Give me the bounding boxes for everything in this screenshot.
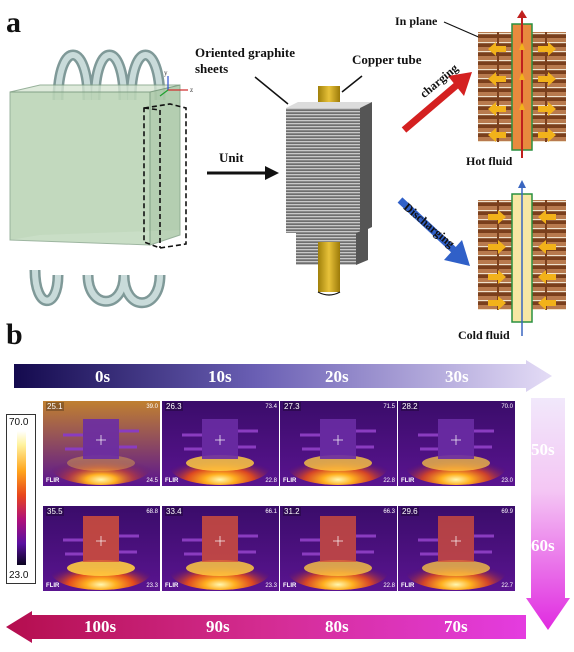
axis-z-label: z	[190, 86, 193, 94]
frame-spot-temp: 35.5	[46, 507, 64, 516]
thermal-image	[280, 506, 397, 591]
discharging-arrow	[397, 197, 470, 266]
frame-spot-temp: 31.2	[283, 507, 301, 516]
colorbar: 70.0 23.0	[6, 414, 36, 584]
thermal-image	[43, 401, 160, 486]
frame-spot-temp: 29.6	[401, 507, 419, 516]
frame-flir-logo: FLIR	[401, 583, 415, 589]
frame-flir-logo: FLIR	[46, 478, 60, 484]
time-label-50s: 50s	[531, 440, 555, 459]
frame-flir-logo: FLIR	[165, 583, 179, 589]
frame-spot-temp: 26.3	[165, 402, 183, 411]
frame-min-temp: 23.0	[501, 478, 513, 484]
thermal-frame: 27.3 71.5 22.8 FLIR	[280, 401, 397, 486]
frame-max-temp: 73.4	[265, 404, 277, 410]
thermal-frame: 28.2 70.0 23.0 FLIR	[398, 401, 515, 486]
charging-diagram	[478, 10, 566, 158]
time-label-0s: 0s	[95, 367, 111, 386]
frame-spot-temp: 28.2	[401, 402, 419, 411]
thermal-frame: 33.4 66.1 23.3 FLIR	[162, 506, 279, 591]
charging-arrow	[401, 72, 472, 133]
time-label-90s: 90s	[206, 617, 230, 636]
thermal-image	[162, 506, 279, 591]
frame-min-temp: 22.8	[383, 478, 395, 484]
frame-flir-logo: FLIR	[283, 478, 297, 484]
time-label-60s: 60s	[531, 536, 555, 555]
thermal-frame: 31.2 66.3 22.8 FLIR	[280, 506, 397, 591]
frame-spot-temp: 25.1	[46, 402, 64, 411]
right-time-arrow	[526, 398, 570, 630]
colorbar-gradient	[17, 431, 26, 565]
heat-exchanger-drawing: z y	[9, 49, 193, 309]
thermal-image	[162, 401, 279, 486]
hot-fluid-label: Hot fluid	[466, 154, 513, 168]
copper-tube-label: Copper tube	[352, 52, 422, 67]
thermal-frame: 26.3 73.4 22.8 FLIR	[162, 401, 279, 486]
frame-max-temp: 66.1	[265, 509, 277, 515]
colorbar-min-label: 23.0	[9, 570, 29, 581]
cold-fluid-label: Cold fluid	[458, 328, 510, 342]
frame-spot-temp: 33.4	[165, 507, 183, 516]
frame-flir-logo: FLIR	[283, 583, 297, 589]
time-label-80s: 80s	[325, 617, 349, 636]
frame-max-temp: 69.9	[501, 509, 513, 515]
thermal-image	[43, 506, 160, 591]
panel-a-letter: a	[6, 6, 21, 39]
top-time-arrow	[14, 360, 552, 392]
time-label-30s: 30s	[445, 367, 469, 386]
thermal-frame: 29.6 69.9 22.7 FLIR	[398, 506, 515, 591]
frame-min-temp: 22.7	[501, 583, 513, 589]
frame-min-temp: 22.8	[265, 478, 277, 484]
frame-max-temp: 66.3	[383, 509, 395, 515]
colorbar-max-label: 70.0	[9, 417, 29, 428]
frame-spot-temp: 27.3	[283, 402, 301, 411]
unit-label: Unit	[219, 150, 244, 165]
frame-min-temp: 23.3	[265, 583, 277, 589]
thermal-frame: 25.1 39.0 24.5 FLIR	[43, 401, 160, 486]
panel-b-letter: b	[6, 318, 23, 351]
time-label-100s: 100s	[84, 617, 117, 636]
in-plane-label: In plane	[395, 14, 438, 28]
frame-max-temp: 68.8	[146, 509, 158, 515]
oriented-graphite-label: Oriented graphite sheets	[195, 45, 296, 76]
thermal-image	[398, 401, 515, 486]
thermal-image	[280, 401, 397, 486]
frame-min-temp: 24.5	[146, 478, 158, 484]
axis-y-label: y	[164, 69, 168, 77]
frame-max-temp: 70.0	[501, 404, 513, 410]
graphite-unit-drawing	[254, 75, 372, 296]
frame-flir-logo: FLIR	[46, 583, 60, 589]
frame-max-temp: 71.5	[383, 404, 395, 410]
thermal-image	[398, 506, 515, 591]
frame-min-temp: 22.8	[383, 583, 395, 589]
thermal-frame: 35.5 68.8 23.3 FLIR	[43, 506, 160, 591]
discharging-diagram	[478, 180, 566, 336]
time-label-10s: 10s	[208, 367, 232, 386]
frame-min-temp: 23.3	[146, 583, 158, 589]
unit-arrow	[207, 166, 279, 180]
bottom-time-arrow	[6, 611, 526, 643]
time-label-20s: 20s	[325, 367, 349, 386]
frame-max-temp: 39.0	[146, 404, 158, 410]
frame-flir-logo: FLIR	[401, 478, 415, 484]
time-label-70s: 70s	[444, 617, 468, 636]
frame-flir-logo: FLIR	[165, 478, 179, 484]
